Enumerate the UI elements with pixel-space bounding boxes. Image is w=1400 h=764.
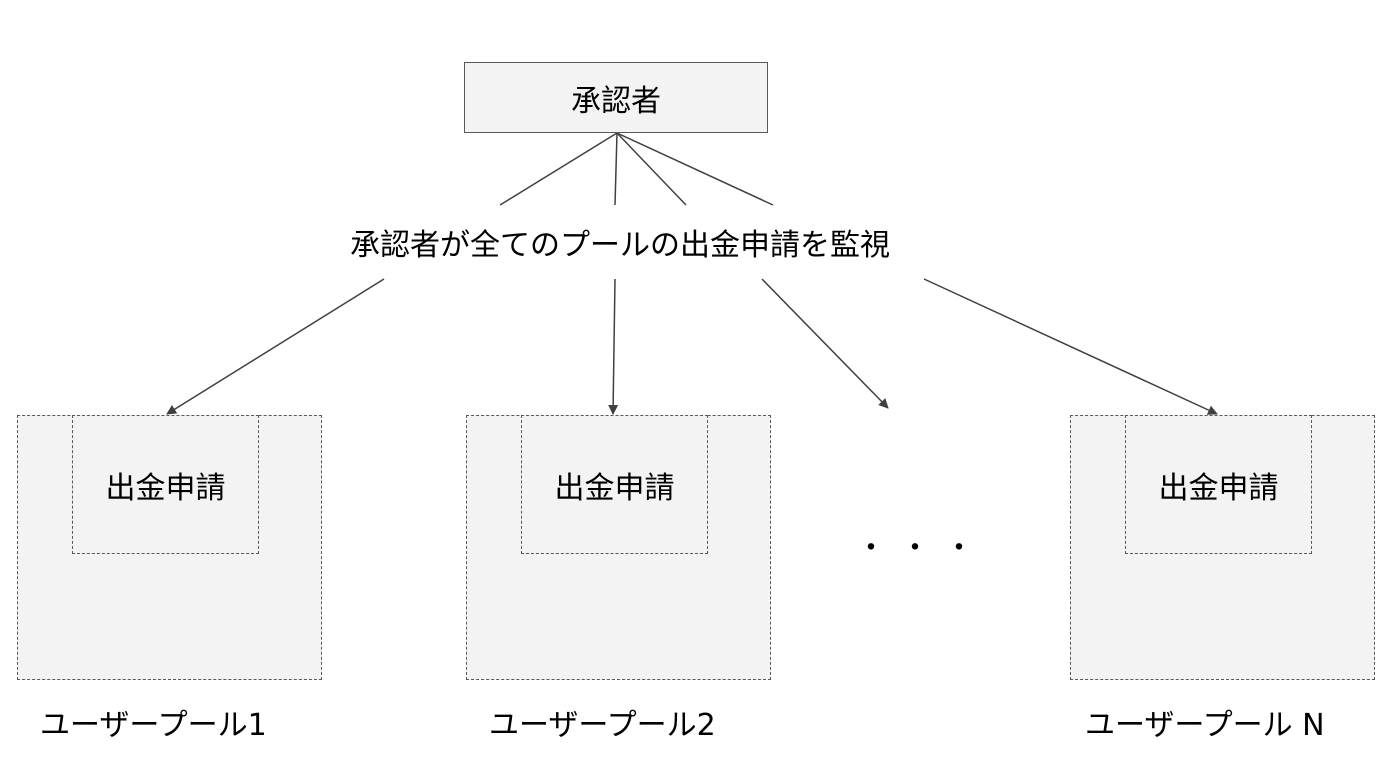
arrow-to-pool-2 bbox=[608, 278, 619, 415]
approver-box: 承認者 bbox=[464, 62, 768, 133]
user-pool-1-label: ユーザープール1 bbox=[40, 708, 267, 743]
user-pool-2: 出金申請 bbox=[466, 415, 771, 680]
user-pool-2-label: ユーザープール2 bbox=[489, 708, 716, 743]
connector-upper-1 bbox=[499, 132, 618, 206]
arrow-to-pool-n bbox=[923, 278, 1218, 415]
withdrawal-request-label: 出金申請 bbox=[1158, 470, 1279, 506]
withdrawal-request-1: 出金申請 bbox=[72, 415, 259, 554]
withdrawal-request-label: 出金申請 bbox=[105, 470, 226, 506]
user-pool-1: 出金申請 bbox=[17, 415, 322, 680]
withdrawal-request-2: 出金申請 bbox=[521, 415, 708, 554]
user-pool-n: 出金申請 bbox=[1070, 415, 1375, 680]
monitor-caption-text: 承認者が全てのプールの出金申請を監視 bbox=[350, 228, 890, 263]
withdrawal-request-label: 出金申請 bbox=[554, 470, 675, 506]
ellipsis-more-pools: ・・・ bbox=[856, 531, 988, 566]
arrow-to-ellipsis bbox=[761, 278, 889, 409]
approver-label: 承認者 bbox=[571, 83, 661, 119]
connector-upper-4 bbox=[616, 132, 774, 206]
connector-upper-3 bbox=[616, 132, 687, 206]
monitor-caption: 承認者が全てのプールの出金申請を監視 bbox=[300, 212, 940, 272]
user-pool-n-label: ユーザープール N bbox=[1085, 708, 1325, 743]
connector-upper-2 bbox=[614, 132, 618, 206]
withdrawal-request-n: 出金申請 bbox=[1125, 415, 1312, 554]
arrow-to-pool-1 bbox=[166, 278, 385, 415]
